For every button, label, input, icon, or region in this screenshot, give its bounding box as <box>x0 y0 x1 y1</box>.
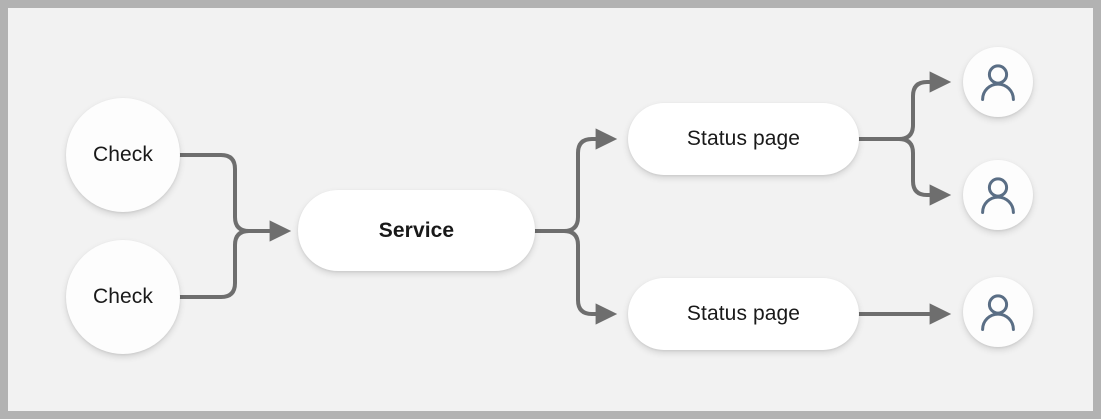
node-check-top-label: Check <box>92 143 154 166</box>
edge-status-top-to-user-1 <box>857 71 952 141</box>
avatar-user-2[interactable] <box>963 160 1033 230</box>
edge-service-to-status-bottom <box>533 229 618 325</box>
edge-check-bottom-to-service <box>178 229 272 299</box>
node-check-bottom[interactable]: Check <box>66 240 180 354</box>
user-avatar-icon <box>981 64 1015 101</box>
edge-status-top-to-user-2 <box>857 137 952 206</box>
diagram-canvas: Check Check Service Status page Status p… <box>8 8 1093 411</box>
node-service-label: Service <box>378 218 455 242</box>
edge-check-top-to-service <box>178 153 272 233</box>
node-status-page-top[interactable]: Status page <box>628 103 859 175</box>
edge-service-to-status-top <box>533 128 618 233</box>
node-status-page-bottom-label: Status page <box>686 302 801 325</box>
user-avatar-icon <box>981 177 1015 214</box>
node-check-bottom-label: Check <box>92 285 154 308</box>
node-status-page-bottom[interactable]: Status page <box>628 278 859 350</box>
node-check-top[interactable]: Check <box>66 98 180 212</box>
edges-layer <box>178 71 952 325</box>
avatar-user-1[interactable] <box>963 47 1033 117</box>
node-status-page-top-label: Status page <box>686 127 801 150</box>
avatar-user-3[interactable] <box>963 277 1033 347</box>
user-avatar-icon <box>981 294 1015 331</box>
node-service[interactable]: Service <box>298 190 535 271</box>
